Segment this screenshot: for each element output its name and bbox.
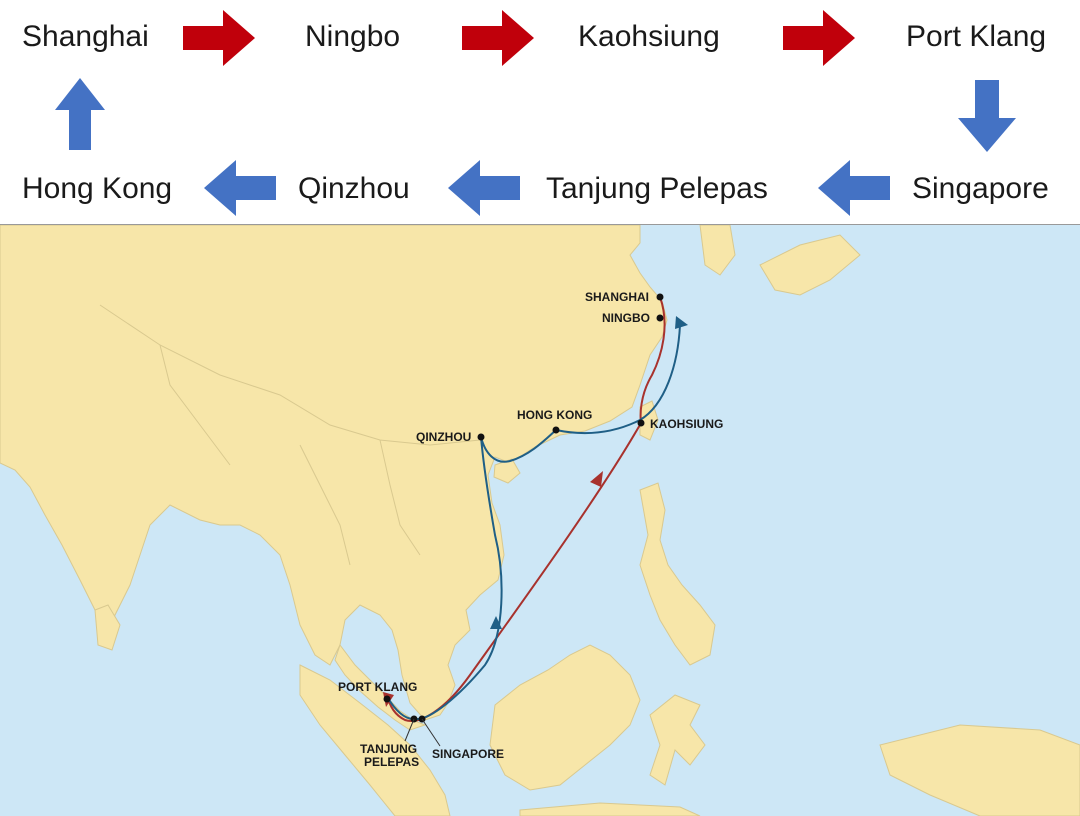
map-label-qinzhou: QINZHOU <box>416 430 471 444</box>
port-marker-shanghai <box>656 293 664 301</box>
arrow-left-icon <box>204 160 276 216</box>
japan <box>759 234 861 296</box>
map-label-hong-kong: HONG KONG <box>517 408 592 422</box>
map-label-tanjung-pelepas: TANJUNG <box>360 742 417 756</box>
arrow-right-icon <box>783 10 855 66</box>
route-arrow-icon <box>490 616 502 629</box>
sequence-hong-kong: Hong Kong <box>22 172 173 205</box>
map-label-kaohsiung: KAOHSIUNG <box>650 417 723 431</box>
sequence-shanghai: Shanghai <box>22 20 149 53</box>
philippines <box>639 482 716 666</box>
hainan <box>493 458 521 484</box>
arrow-right-icon <box>462 10 534 66</box>
sumatra <box>299 664 451 816</box>
sequence-ningbo: Ningbo <box>305 20 401 53</box>
arrow-left-icon <box>818 160 890 216</box>
leader-line <box>404 718 415 742</box>
taiwan <box>639 400 659 441</box>
port-marker-hong-kong <box>552 426 560 434</box>
arrow-left-icon <box>448 160 520 216</box>
route-arrow-icon <box>675 316 688 329</box>
sequence-kaohsiung: Kaohsiung <box>578 20 720 53</box>
route-arrow-icon <box>590 471 603 487</box>
sri-lanka <box>94 604 121 651</box>
map-label-ningbo: NINGBO <box>602 311 650 325</box>
borneo <box>489 644 641 791</box>
sulawesi <box>649 694 706 786</box>
leader-line <box>421 718 441 747</box>
map-label-port-klang: PORT KLANG <box>338 680 417 694</box>
korea <box>699 225 736 276</box>
country-border <box>99 304 481 566</box>
arrow-down-icon <box>958 80 1016 152</box>
port-marker-port-klang <box>383 695 391 703</box>
port-marker-ningbo <box>656 314 664 322</box>
northbound-route <box>387 324 681 721</box>
new-guinea <box>879 724 1080 816</box>
arrow-right-icon <box>183 10 255 66</box>
sequence-port-klang: Port Klang <box>906 20 1047 53</box>
southbound-route <box>386 296 666 722</box>
map-label-singapore: SINGAPORE <box>432 747 504 761</box>
sequence-singapore: Singapore <box>912 172 1049 205</box>
map-label-tanjung-pelepas: PELEPAS <box>364 755 419 769</box>
port-marker-qinzhou <box>477 433 485 441</box>
sequence-qinzhou: Qinzhou <box>298 172 410 205</box>
route-map: SHANGHAI NINGBO KAOHSIUNG HONG KONG QINZ… <box>0 224 1080 816</box>
map-label-shanghai: SHANGHAI <box>585 290 649 304</box>
sequence-tanjung-pelepas: Tanjung Pelepas <box>546 172 768 205</box>
arrow-up-icon <box>55 78 105 150</box>
port-marker-kaohsiung <box>637 419 645 427</box>
